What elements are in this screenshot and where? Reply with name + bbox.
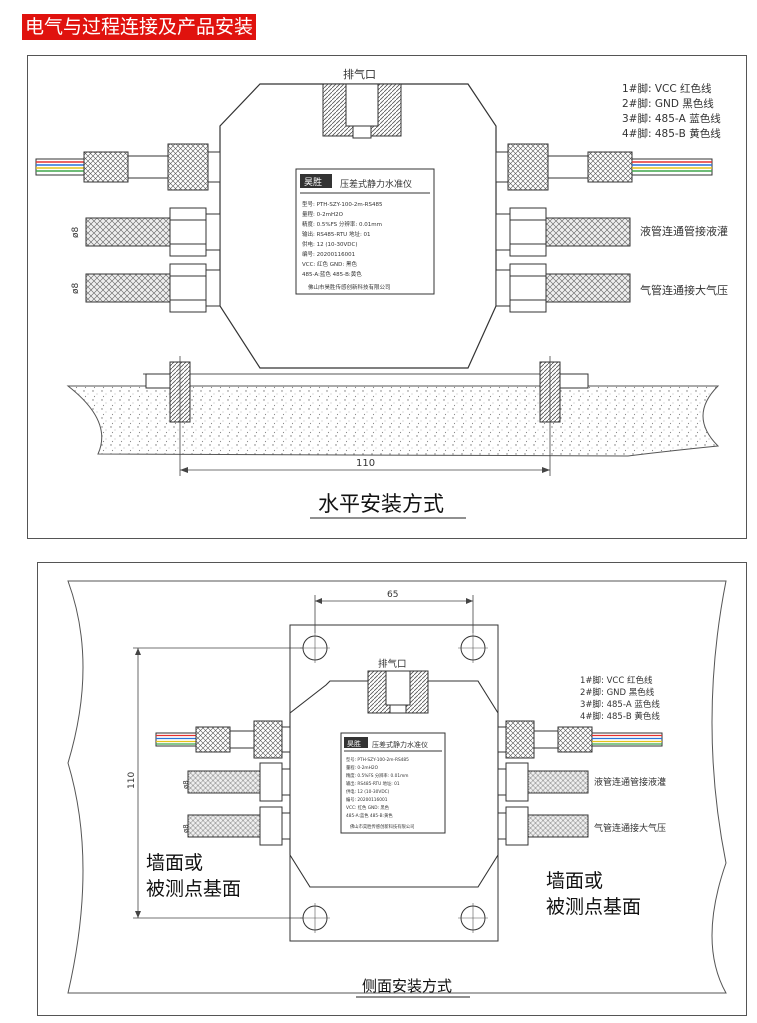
page-title: 电气与过程连接及产品安装 — [22, 14, 257, 40]
pin-label-4: 4#脚: 485-B 黄色线 — [580, 711, 660, 722]
liquid-tube-diameter: ø8 — [71, 226, 81, 238]
right-gas-tube-fitting — [497, 806, 589, 846]
height-dimension — [133, 647, 303, 919]
nameplate-line: 编号: 20200116001 — [302, 250, 355, 258]
nameplate-line: 量程: 0-2mH2O — [346, 764, 379, 771]
width-dimension — [314, 595, 474, 633]
height-dimension-label: 110 — [127, 772, 137, 789]
horizontal-dimension-label: 110 — [356, 458, 375, 469]
pin-label-1: 1#脚: VCC 红色线 — [622, 82, 712, 95]
gas-tube-label: 气管连通接大气压 — [640, 283, 728, 297]
nameplate-line: 精度: 0.5%FS 分辨率: 0.01mm — [346, 772, 408, 779]
nameplate-line: 型号: PTH-SZY-100-2m-RS485 — [346, 756, 409, 763]
wall-label-right-line2: 被测点基面 — [546, 896, 641, 918]
nameplate-line: VCC: 红色 GND: 黑色 — [302, 260, 358, 268]
nameplate-brand: 昊胜 — [347, 739, 361, 748]
nameplate-line: 485-A:蓝色 485-B:黄色 — [346, 812, 393, 819]
side-install-drawing: 65 110 排气口 昊胜 压差式静力水准仪 型号: PTH-SZY-100-2… — [67, 580, 727, 998]
left-cable-gland — [155, 720, 291, 759]
nameplate-company: 佛山市昊胜传感创新科技有限公司 — [308, 283, 391, 291]
nameplate-line: VCC: 红色 GND: 黑色 — [346, 804, 390, 811]
gas-tube-diameter: ø8 — [71, 282, 81, 294]
nameplate-line: 型号: PTH-SZY-100-2m-RS485 — [302, 200, 383, 208]
left-cable-gland — [35, 143, 221, 191]
nameplate-product-name: 压差式静力水准仪 — [340, 178, 412, 190]
pin-label-4: 4#脚: 485-B 黄色线 — [622, 127, 721, 140]
mount-hole-bottom-right — [458, 903, 488, 933]
vent-label: 排气口 — [378, 658, 407, 670]
horizontal-dimension — [179, 356, 551, 476]
wall-label-left-line1: 墙面或 — [146, 852, 203, 874]
left-liquid-tube-fitting — [187, 762, 291, 802]
mount-hole-top-right — [458, 633, 488, 663]
ground-base — [66, 385, 720, 457]
right-gas-tube-fitting — [495, 263, 631, 313]
nameplate-line: 输出: RS485-RTU 地址: 01 — [346, 780, 400, 787]
wall-label-left-line2: 被测点基面 — [146, 878, 241, 900]
liquid-tube-diameter: ø8 — [182, 780, 190, 789]
gas-tube-label: 气管连通接大气压 — [594, 822, 666, 834]
pin-label-1: 1#脚: VCC 红色线 — [580, 675, 653, 686]
horizontal-install-drawing: 排气口 昊胜 压差式静力水准仪 型号: PTH-SZY-100-2m-RS485… — [35, 67, 728, 519]
left-liquid-tube-fitting — [85, 207, 221, 257]
nameplate-line: 供电: 12 (10-30VDC) — [346, 788, 390, 795]
right-cable-gland — [497, 720, 663, 759]
nameplate-line: 485-A:蓝色 485-B:黄色 — [302, 270, 362, 278]
wall-label-right-line1: 墙面或 — [546, 870, 603, 892]
liquid-tube-label: 液管连通管接液灌 — [640, 224, 728, 238]
horizontal-caption: 水平安装方式 — [318, 492, 444, 516]
width-dimension-label: 65 — [387, 590, 398, 600]
nameplate-line: 精度: 0.5%FS 分辨率: 0.01mm — [302, 220, 382, 228]
nameplate-brand: 昊胜 — [304, 177, 322, 188]
pin-label-3: 3#脚: 485-A 蓝色线 — [622, 112, 721, 125]
left-gas-tube-fitting — [85, 263, 221, 313]
side-install-panel: 65 110 排气口 昊胜 压差式静力水准仪 型号: PTH-SZY-100-2… — [37, 562, 747, 1016]
nameplate-line: 量程: 0-2mH2O — [302, 210, 344, 218]
nameplate-line: 输出: RS485-RTU 地址: 01 — [302, 230, 371, 238]
nameplate-company: 佛山市昊胜传感创新科技有限公司 — [350, 823, 414, 830]
liquid-tube-label: 液管连通管接液灌 — [594, 776, 666, 788]
pin-label-2: 2#脚: GND 黑色线 — [622, 97, 714, 110]
left-gas-tube-fitting — [187, 806, 291, 846]
side-caption: 侧面安装方式 — [362, 977, 452, 995]
nameplate: 昊胜 压差式静力水准仪 型号: PTH-SZY-100-2m-RS485 量程:… — [295, 168, 435, 295]
horizontal-install-panel: 排气口 昊胜 压差式静力水准仪 型号: PTH-SZY-100-2m-RS485… — [27, 55, 747, 539]
right-liquid-tube-fitting — [497, 762, 589, 802]
vent-port — [367, 670, 429, 714]
nameplate-line: 供电: 12 (10-30VDC) — [302, 240, 357, 248]
nameplate-product-name: 压差式静力水准仪 — [372, 740, 428, 749]
gas-tube-diameter: ø8 — [182, 824, 190, 833]
pin-label-3: 3#脚: 485-A 蓝色线 — [580, 699, 660, 710]
right-liquid-tube-fitting — [495, 207, 631, 257]
vent-port — [322, 83, 402, 139]
pin-label-2: 2#脚: GND 黑色线 — [580, 687, 655, 698]
right-cable-gland — [495, 143, 713, 191]
vent-label: 排气口 — [343, 67, 376, 81]
nameplate-line: 编号: 20200116001 — [346, 796, 388, 803]
nameplate: 昊胜 压差式静力水准仪 型号: PTH-SZY-100-2m-RS485 量程:… — [340, 732, 446, 834]
